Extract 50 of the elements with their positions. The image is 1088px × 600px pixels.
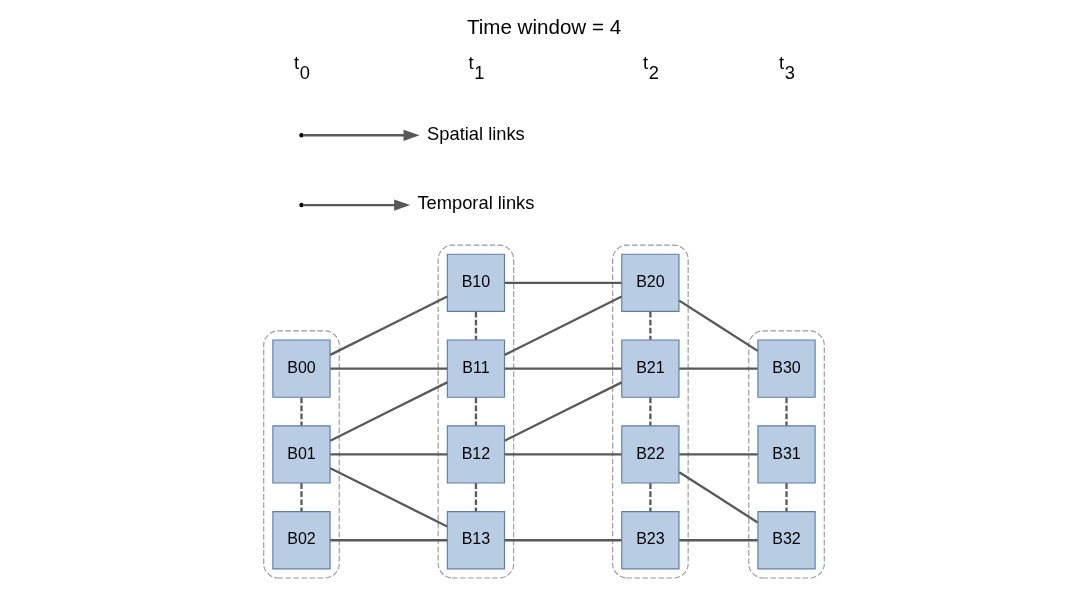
connector [300, 483, 303, 512]
node-box: B00 [272, 339, 331, 398]
connector [679, 453, 758, 456]
cluster [748, 330, 825, 579]
connector [330, 367, 448, 370]
cluster [263, 330, 340, 579]
connector [330, 539, 448, 542]
connector [329, 467, 448, 528]
connector [785, 397, 788, 426]
connector [785, 483, 788, 512]
connector [504, 453, 622, 456]
node-box: B13 [446, 511, 506, 570]
node-box: B10 [446, 253, 506, 312]
connector [300, 397, 303, 426]
connector [474, 311, 478, 340]
arrow [303, 129, 420, 141]
connector [474, 483, 478, 512]
connector [504, 539, 622, 542]
diagram-title: Time window = 4 [466, 14, 622, 38]
connector [330, 453, 448, 456]
node-box: B20 [621, 253, 680, 312]
connector [329, 295, 448, 356]
node-box: B30 [757, 339, 816, 398]
connector [678, 471, 759, 524]
connector [504, 281, 622, 284]
node-box: B23 [621, 511, 680, 570]
node-box: B22 [621, 425, 680, 484]
connector [678, 299, 759, 352]
connector [474, 397, 478, 426]
node-box: B12 [446, 425, 506, 484]
node-box: B11 [446, 339, 506, 398]
connector [329, 381, 448, 442]
connector [649, 397, 652, 426]
cluster [612, 244, 689, 579]
connector [649, 483, 652, 512]
node-box: B32 [757, 511, 816, 570]
connector [504, 295, 623, 356]
connector [679, 539, 758, 542]
connector [504, 367, 622, 370]
connector [649, 311, 652, 340]
cluster [437, 244, 515, 579]
node-box: B21 [621, 339, 680, 398]
node-text: Temporal links [417, 192, 535, 214]
node-box: B02 [272, 511, 331, 570]
connector [679, 367, 758, 370]
node-text: Spatial links [427, 122, 525, 144]
node-box: B01 [272, 425, 331, 484]
arrow [303, 199, 411, 211]
connector [504, 381, 623, 442]
node-box: B31 [757, 425, 816, 484]
